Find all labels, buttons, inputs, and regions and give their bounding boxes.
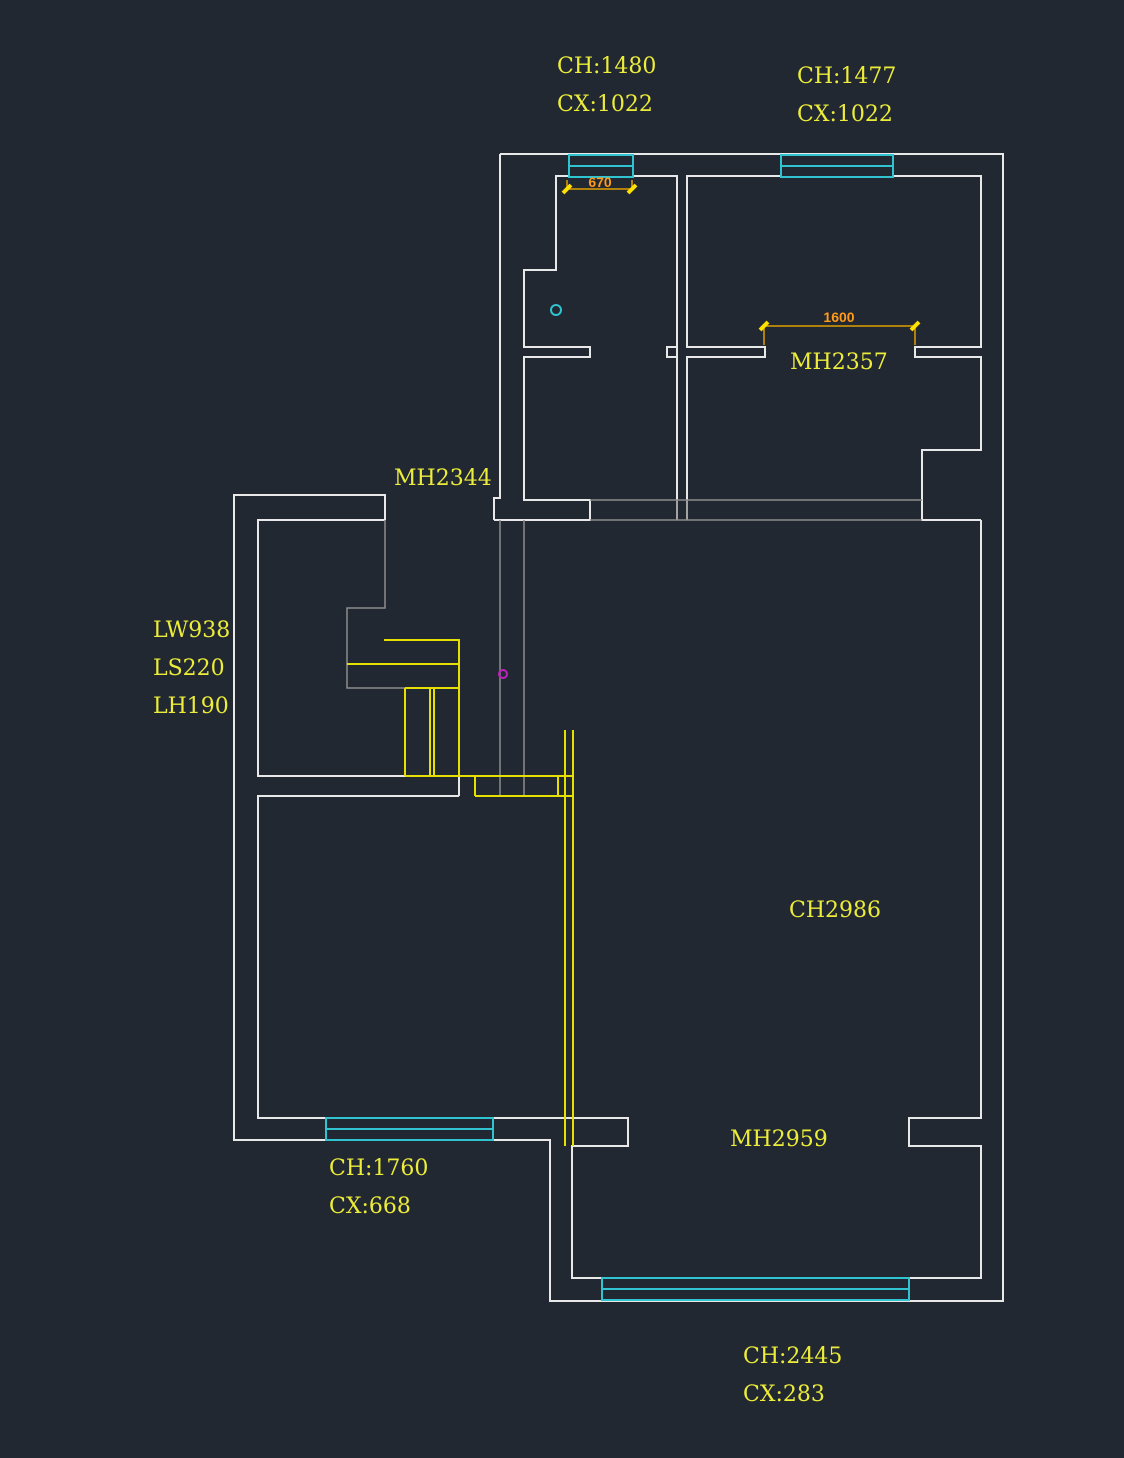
window-bottom-left-cx: CX:668 (329, 1194, 411, 1219)
inner-wall-lower-left-room (257, 520, 982, 1279)
window-bottom-left-ch: CH:1760 (329, 1156, 428, 1181)
inner-wall-bathroom (494, 175, 678, 521)
window-top-right (780, 154, 894, 178)
room-height-label: CH2986 (789, 898, 881, 923)
point-marker-icon (498, 669, 508, 679)
inner-wall-entry (458, 775, 629, 1146)
outer-wall-right-block (233, 153, 1004, 1302)
window-top-right-cx: CX:1022 (797, 102, 893, 127)
stair-lw-label: LW938 (153, 618, 230, 643)
dimension-1600-label: 1600 (823, 309, 854, 325)
window-top-left-cx: CX:1022 (557, 92, 653, 117)
window-bottom-right (601, 1277, 910, 1301)
outer-wall-left-inner (257, 519, 405, 777)
dimension-670: 670 (561, 174, 638, 195)
door-label-mh2344: MH2344 (394, 466, 492, 491)
stair-lh-label: LH190 (153, 694, 229, 719)
door-label-mh2959: MH2959 (730, 1127, 828, 1152)
inner-wall-bedroom (686, 175, 982, 521)
window-bottom-left (325, 1117, 494, 1141)
window-top-left-ch: CH:1480 (557, 54, 656, 79)
corridor-lines (346, 499, 922, 796)
window-bottom-right-ch: CH:2445 (743, 1344, 842, 1369)
drain-marker-icon (550, 304, 562, 316)
stair-ls-label: LS220 (153, 656, 225, 681)
window-top-right-ch: CH:1477 (797, 64, 896, 89)
dimension-670-label: 670 (588, 174, 612, 190)
window-bottom-right-cx: CX:283 (743, 1382, 825, 1407)
stair-lines (347, 639, 574, 1146)
door-label-mh2357: MH2357 (790, 350, 888, 375)
dimension-1600: 1600 (758, 309, 921, 345)
window-top-left (568, 154, 634, 178)
